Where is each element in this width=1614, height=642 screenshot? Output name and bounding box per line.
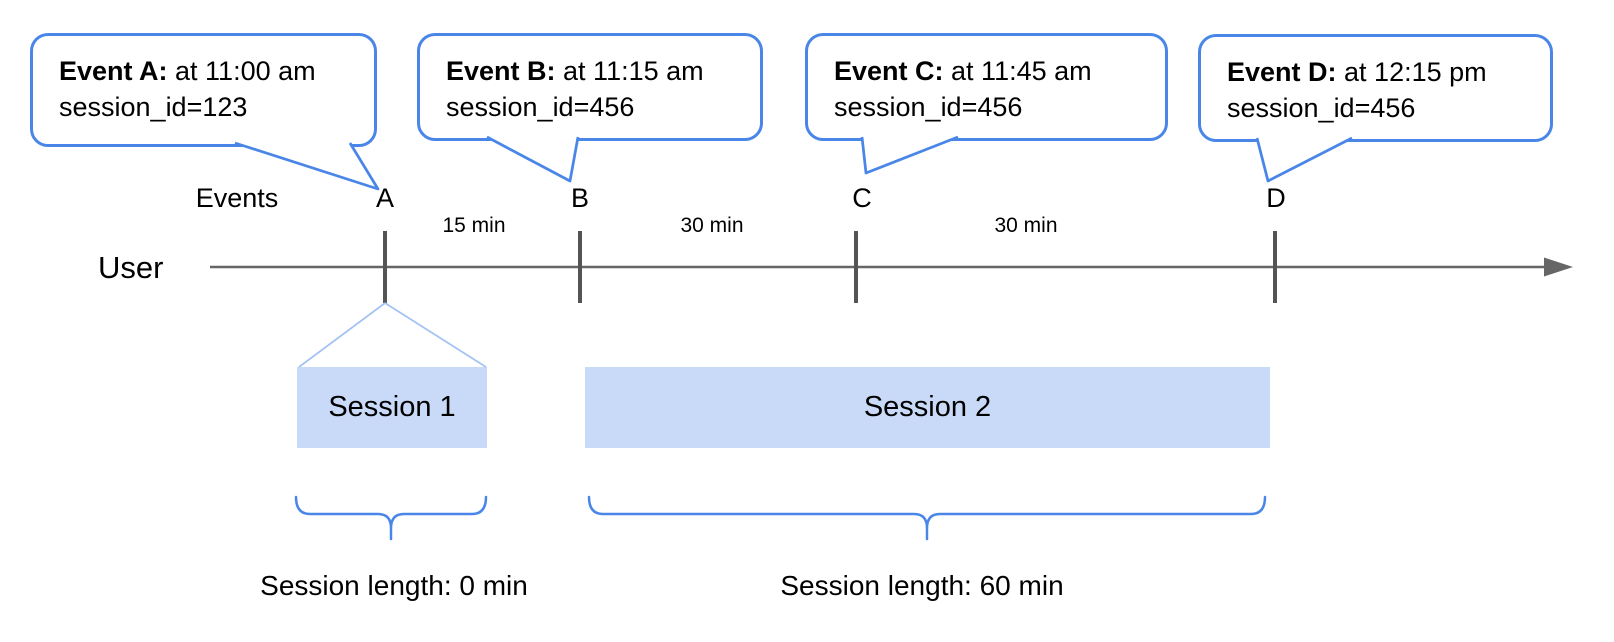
interval-b-c-label: 30 min [680, 214, 744, 237]
event-b-marker: B [570, 183, 590, 213]
interval-a-b-label: 15 min [442, 214, 506, 237]
user-axis-label: User [98, 250, 164, 285]
event-b-callout: Event B: at 11:15 am session_id=456 [417, 33, 763, 141]
interval-c-d-label: 30 min [994, 214, 1058, 237]
event-d-time: at 12:15 pm [1336, 57, 1487, 87]
event-d-callout-line1: Event D: at 12:15 pm [1227, 54, 1526, 90]
session-2-length-label: Session length: 60 min [780, 570, 1064, 601]
event-b-callout-line1: Event B: at 11:15 am [446, 53, 736, 89]
event-a-session-id: session_id=123 [59, 92, 248, 122]
session-1-box: Session 1 [297, 367, 487, 448]
session-1-funnel-left-line [298, 302, 386, 368]
event-c-callout-tail [860, 135, 959, 175]
event-a-title: Event A: [59, 56, 168, 86]
event-b-time: at 11:15 am [555, 56, 704, 86]
event-b-session-id: session_id=456 [446, 92, 635, 122]
event-b-callout-tail [486, 135, 580, 183]
event-d-session-id: session_id=456 [1227, 93, 1416, 123]
session-2-box: Session 2 [585, 367, 1270, 448]
session-1-brace [294, 495, 488, 541]
event-c-callout: Event C: at 11:45 am session_id=456 [805, 33, 1168, 141]
event-a-time: at 11:00 am [167, 56, 316, 86]
session-1-label: Session 1 [328, 391, 456, 423]
event-c-marker: C [852, 183, 872, 213]
event-b-title: Event B: [446, 56, 556, 86]
event-c-time: at 11:45 am [943, 56, 1092, 86]
event-c-title: Event C: [834, 56, 944, 86]
session-2-brace [587, 495, 1267, 541]
session-1-funnel-right-line [384, 302, 487, 368]
event-d-callout-tail [1255, 136, 1353, 183]
event-d-marker: D [1266, 183, 1286, 213]
event-a-callout-line1: Event A: at 11:00 am [59, 53, 350, 89]
session-1-length-label: Session length: 0 min [260, 570, 528, 601]
event-a-marker: A [375, 183, 395, 213]
event-c-session-id: session_id=456 [834, 92, 1023, 122]
session-2-label: Session 2 [863, 391, 992, 423]
timeline-arrowhead-icon [1544, 257, 1573, 277]
event-a-callout: Event A: at 11:00 am session_id=123 [30, 33, 377, 147]
event-c-callout-line1: Event C: at 11:45 am [834, 53, 1141, 89]
events-label: Events [195, 183, 279, 213]
event-d-callout: Event D: at 12:15 pm session_id=456 [1198, 34, 1553, 142]
event-d-title: Event D: [1227, 57, 1337, 87]
